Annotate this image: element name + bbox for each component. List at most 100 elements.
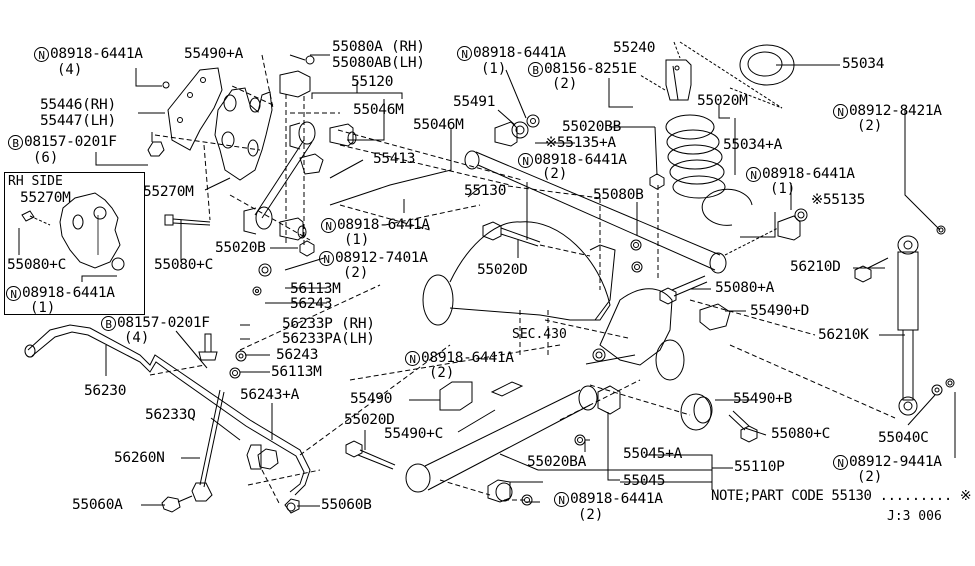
part-qty: (6) — [33, 150, 59, 166]
part-label-55080-C-b[interactable]: 55080+C — [771, 426, 831, 442]
part-label-55040C[interactable]: 55040C — [878, 430, 929, 446]
part-label-56243-a[interactable]: 56243 — [290, 296, 333, 312]
part-qty: (1) — [344, 232, 370, 248]
bracket-55446-drawing — [147, 67, 223, 157]
part-label-55135[interactable]: ※55135 — [811, 192, 865, 208]
dashed-guide-lines — [149, 54, 896, 506]
part-label-55080A-rh[interactable]: 55080A (RH) — [332, 39, 425, 55]
n-symbol-icon: N — [833, 104, 848, 119]
n-symbol-icon: N — [321, 218, 336, 233]
part-qty: (1) — [30, 300, 56, 316]
part-label-56230[interactable]: 56230 — [84, 383, 127, 399]
part-qty: (2) — [552, 76, 578, 92]
part-label-55020BB[interactable]: 55020BB — [562, 119, 622, 135]
part-label-56233Q[interactable]: 56233Q — [145, 407, 196, 423]
part-label-55447-lh[interactable]: 55447(LH) — [40, 113, 116, 129]
pivot-bracket-drawing — [214, 54, 315, 245]
part-label-55045[interactable]: 55045 — [623, 473, 666, 489]
part-qty: (4) — [57, 62, 83, 78]
part-label-55490-C[interactable]: 55490+C — [384, 426, 444, 442]
part-label-55240[interactable]: 55240 — [613, 40, 656, 56]
part-label-55491[interactable]: 55491 — [453, 94, 496, 110]
part-label-55020D[interactable]: 55020D — [477, 262, 528, 278]
part-label-55060B[interactable]: 55060B — [321, 497, 372, 513]
rh-side-inset-box — [4, 172, 145, 315]
part-label-55080-C-inset[interactable]: 55080+C — [7, 257, 67, 273]
part-qty: (2) — [429, 365, 455, 381]
part-label-55080AB-lh[interactable]: 55080AB(LH) — [332, 55, 425, 71]
lateral-rod-55130-drawing — [464, 121, 801, 274]
n-symbol-icon: N — [518, 153, 533, 168]
part-label-55490-D[interactable]: 55490+D — [750, 303, 810, 319]
stabilizer-bar-drawing — [24, 324, 311, 502]
part-label-56233P-rh[interactable]: 56233P (RH) — [282, 316, 375, 332]
part-label-55046M-a[interactable]: 55046M — [353, 102, 404, 118]
part-label-55034[interactable]: 55034 — [842, 56, 885, 72]
lower-arm-drawing — [405, 381, 713, 503]
b-symbol-icon: B — [528, 62, 543, 77]
part-label-56243-A[interactable]: 56243+A — [240, 387, 300, 403]
part-label-55080B[interactable]: 55080B — [593, 187, 644, 203]
n-symbol-icon: N — [457, 46, 472, 61]
rh-side-title: RH SIDE — [8, 174, 63, 189]
part-label-55270M[interactable]: 55270M — [143, 184, 194, 200]
part-label-55490-B[interactable]: 55490+B — [733, 391, 793, 407]
part-label-55080-A[interactable]: 55080+A — [715, 280, 775, 296]
part-label-55020BA[interactable]: 55020BA — [527, 454, 587, 470]
part-label-55046M-b[interactable]: 55046M — [413, 117, 464, 133]
part-code-note: NOTE;PART CODE 55130 ......... ※ — [711, 488, 972, 504]
part-label-55120[interactable]: 55120 — [351, 74, 394, 90]
part-label-55020B[interactable]: 55020B — [215, 240, 266, 256]
part-label-55020D-b[interactable]: 55020D — [344, 412, 395, 428]
shock-absorber-drawing — [897, 235, 919, 416]
part-label-55034-A[interactable]: 55034+A — [723, 137, 783, 153]
n-symbol-icon: N — [554, 492, 569, 507]
part-label-56260N[interactable]: 56260N — [114, 450, 165, 466]
part-label-56233PA-lh[interactable]: 56233PA(LH) — [282, 331, 375, 347]
part-label-55130[interactable]: 55130 — [464, 183, 507, 199]
part-qty: (2) — [857, 469, 883, 485]
part-label-56210D[interactable]: 56210D — [790, 259, 841, 275]
n-symbol-icon: N — [746, 167, 761, 182]
part-label-55446-rh[interactable]: 55446(RH) — [40, 97, 116, 113]
part-label-56113M-a[interactable]: 56113M — [290, 281, 341, 297]
part-label-56210K[interactable]: 56210K — [818, 327, 869, 343]
part-label-55490-A[interactable]: 55490+A — [184, 46, 244, 62]
part-label-55135-A[interactable]: ※55135+A — [545, 135, 616, 151]
part-label-56243-b[interactable]: 56243 — [276, 347, 319, 363]
part-label-55080-C[interactable]: 55080+C — [154, 257, 214, 273]
part-label-55060A[interactable]: 55060A — [72, 497, 123, 513]
part-label-55045-A[interactable]: 55045+A — [623, 446, 683, 462]
part-label-55413[interactable]: 55413 — [373, 151, 416, 167]
part-label-55020M[interactable]: 55020M — [697, 93, 748, 109]
part-label-56113M-b[interactable]: 56113M — [271, 364, 322, 380]
section-reference-sec430[interactable]: SEC.430 — [512, 327, 567, 342]
part-qty: (1) — [770, 181, 796, 197]
part-qty: (4) — [124, 330, 150, 346]
part-label-55490[interactable]: 55490 — [350, 391, 393, 407]
part-label-55110P[interactable]: 55110P — [734, 459, 785, 475]
part-label-55270M-inset[interactable]: 55270M — [20, 190, 71, 206]
n-symbol-icon: N — [833, 455, 848, 470]
part-qty: (2) — [343, 265, 369, 281]
nut-washer-drawings — [229, 114, 955, 512]
coil-spring-drawing — [639, 41, 795, 226]
rh-side-bracket-drawing — [21, 192, 125, 271]
n-symbol-icon: N — [34, 47, 49, 62]
n-symbol-icon: N — [405, 351, 420, 366]
